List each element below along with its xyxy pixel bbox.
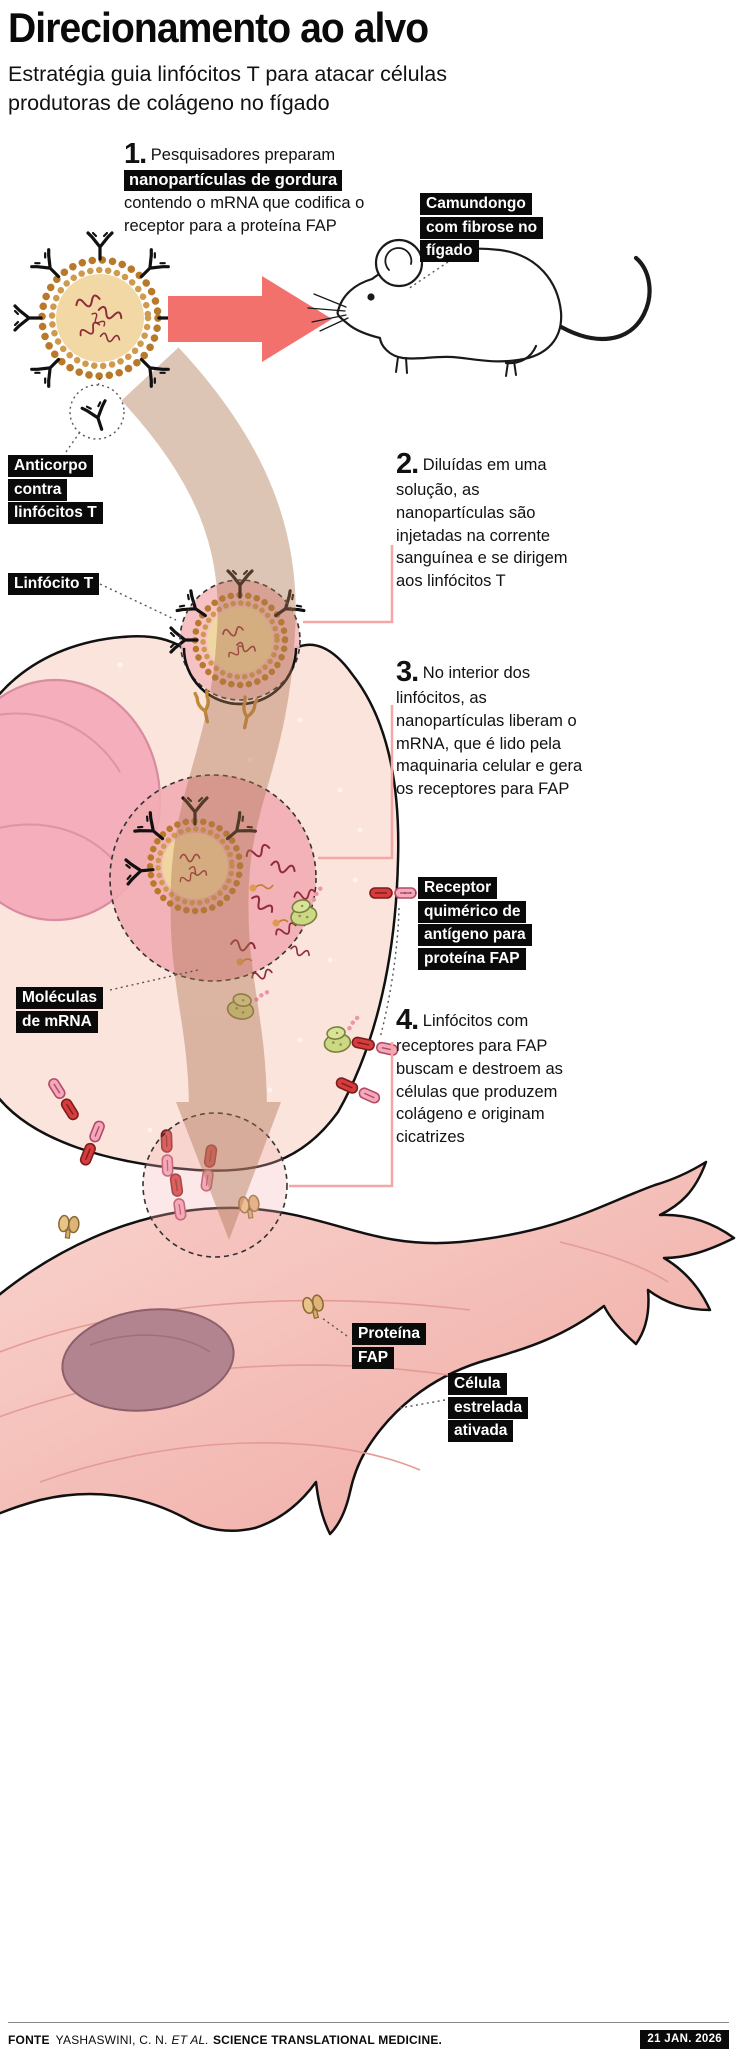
flow-arrow	[121, 347, 296, 1240]
mouse-body	[336, 247, 563, 363]
footer-authors: YASHASWINI, C. N.	[55, 2032, 168, 2047]
page-subtitle: Estratégia guia linfócitos T para atacar…	[8, 62, 448, 115]
page-title: Direcionamento ao alvo	[8, 4, 429, 51]
footer-et-al: ET AL.	[171, 2032, 209, 2047]
step-4-number: 4.	[396, 1004, 419, 1036]
arrow-right-icon	[168, 276, 332, 362]
dashed-highlight-circle	[109, 774, 317, 982]
step-1-highlight: nanopartículas de gordura	[124, 170, 343, 191]
mouse-tail	[553, 255, 652, 341]
step-2-text: Diluídas em uma solução, as nanopartícul…	[396, 456, 568, 591]
antibody-zoom-circle	[69, 384, 125, 440]
step-3-number: 3.	[396, 656, 419, 688]
dotted-leader	[65, 261, 449, 1409]
step-3: 3. No interior dos linfócitos, as nanopa…	[396, 658, 598, 801]
mouse-ear	[374, 238, 424, 288]
label-receptor: Receptor quimérico de antígeno para prot…	[418, 876, 536, 970]
step-4: 4. Linfócitos com receptores para FAP bu…	[396, 1006, 590, 1149]
fonte-label: FONTE	[8, 2032, 50, 2047]
label-mrna: Moléculas de mRNA	[16, 986, 112, 1033]
mouse-eye	[367, 293, 375, 301]
nanoparticle-entering	[169, 569, 306, 731]
cell-speckles	[117, 662, 363, 1133]
label-stellate-cell: Célula estrelada ativada	[448, 1372, 540, 1443]
source-footer: FONTE YASHASWINI, C. N. ET AL. SCIENCE T…	[8, 2022, 729, 2049]
mouse-whiskers	[307, 293, 349, 332]
step-2: 2. Diluídas em uma solução, as nanopartí…	[396, 450, 576, 593]
mouse-illustration	[307, 238, 652, 377]
label-fap-protein: Proteína FAP	[352, 1322, 430, 1369]
label-antibody: Anticorpo contra linfócitos T	[8, 454, 114, 525]
step-4-text: Linfócitos com receptores para FAP busca…	[396, 1012, 563, 1147]
label-mouse: Camundongo com fibrose no fígado	[420, 192, 562, 263]
dashed-highlight-circle	[142, 1112, 288, 1258]
nanoparticle-illustration	[13, 231, 187, 440]
nanoparticle-releasing	[109, 774, 317, 982]
dashed-highlight-circle	[179, 579, 301, 701]
footer-date: 21 JAN. 2026	[640, 2030, 729, 2049]
step-1-number: 1.	[124, 138, 147, 170]
step-3-text: No interior dos linfócitos, as nanopartí…	[396, 664, 583, 799]
leader-line	[289, 545, 394, 1188]
mrna-squiggles	[178, 842, 318, 983]
step-2-number: 2.	[396, 448, 419, 480]
step-1-text: contendo o mRNA que codifica o receptor …	[124, 193, 365, 235]
step-1-text: Pesquisadores preparam	[146, 146, 336, 164]
lipid-dots	[236, 884, 280, 966]
label-lymphocyte: Linfócito T	[8, 572, 100, 596]
footer-journal: SCIENCE TRANSLATIONAL MEDICINE.	[212, 2032, 443, 2047]
step-1: 1. Pesquisadores preparam nanopartículas…	[124, 140, 382, 237]
stellate-nucleus	[61, 1308, 235, 1412]
